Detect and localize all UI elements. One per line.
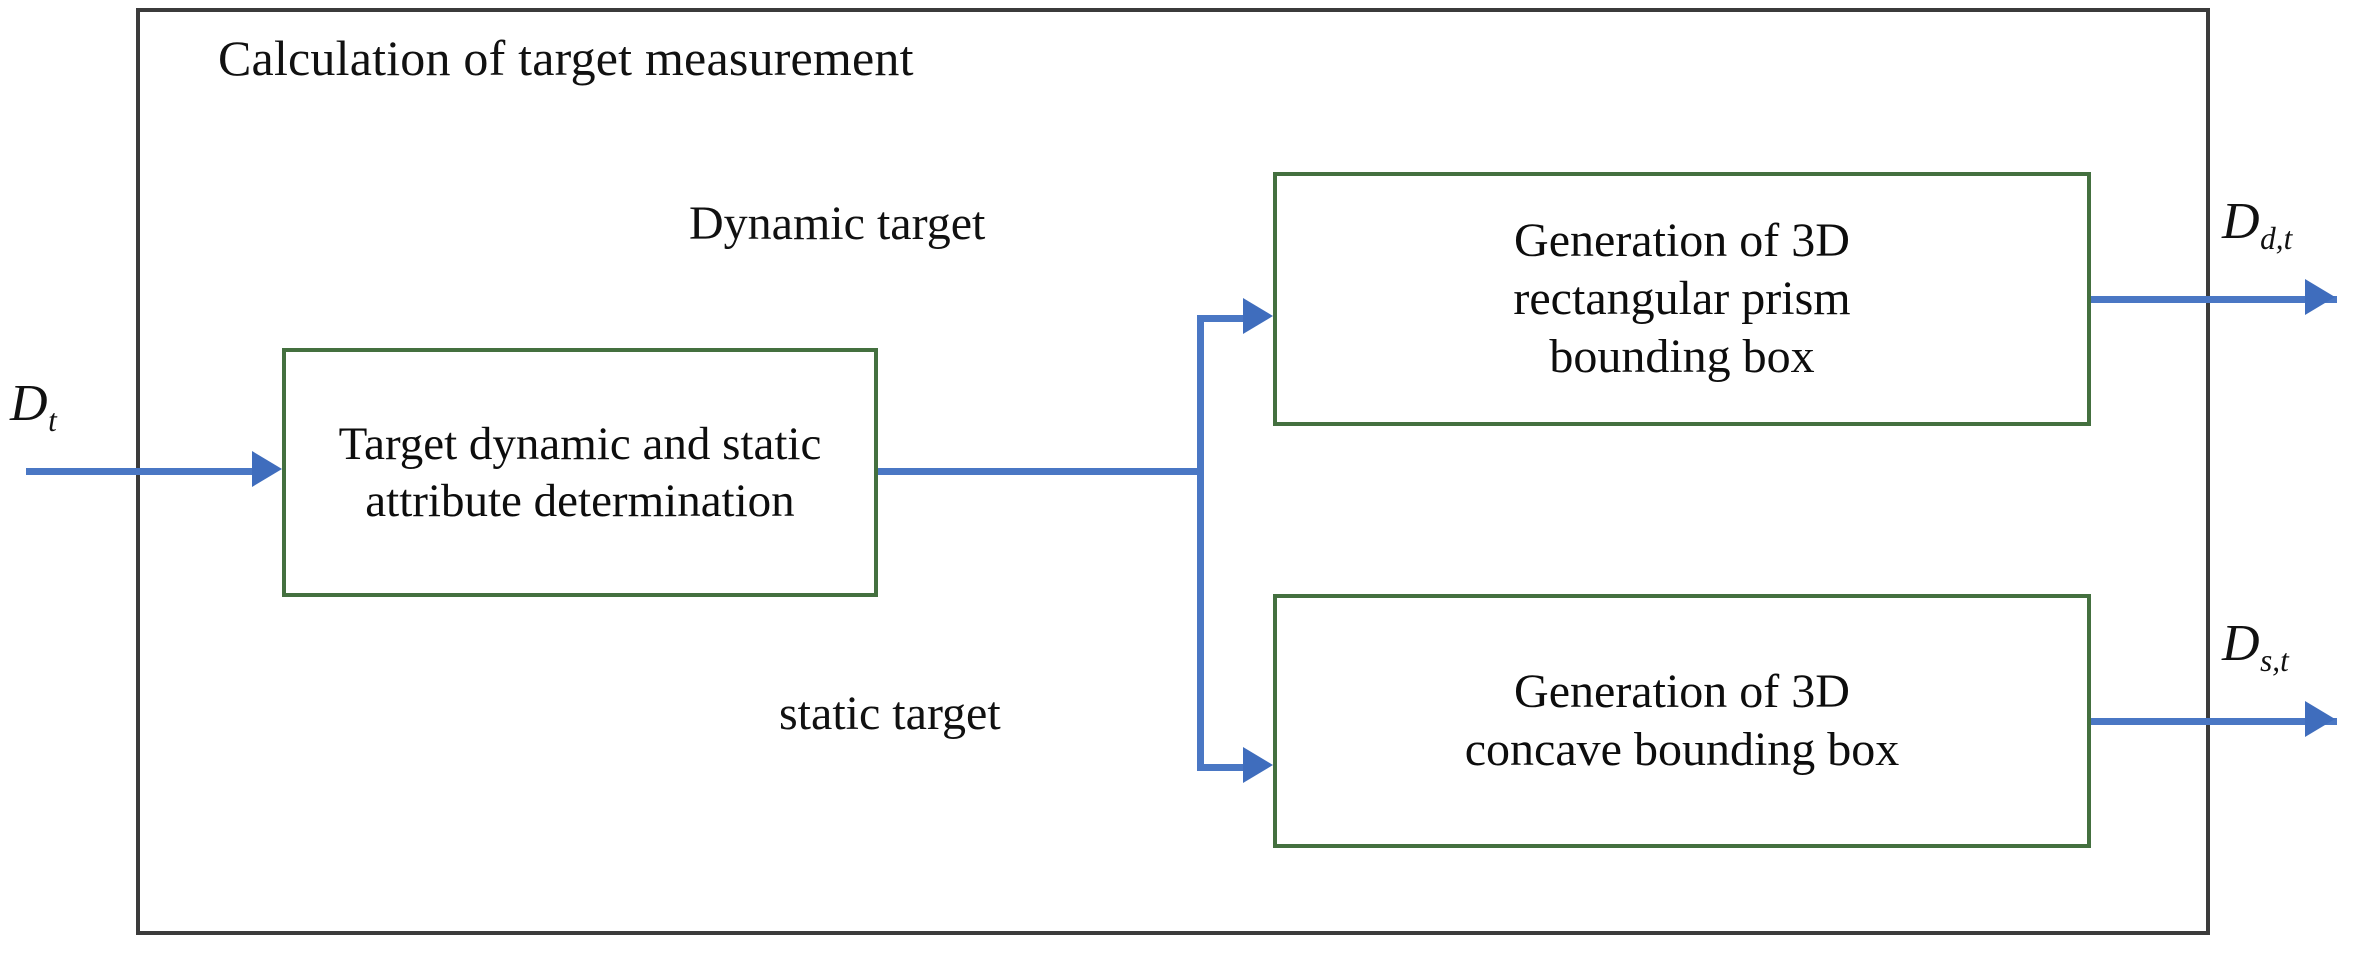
arrow-head-output-dynamic-icon — [2305, 279, 2335, 315]
connector-output-dynamic — [2091, 296, 2337, 303]
output-dynamic-variable-base: D — [2222, 193, 2260, 250]
connector-dynamic-branch — [1197, 315, 1255, 322]
connector-split-vertical — [1197, 315, 1204, 771]
arrow-head-static-icon — [1243, 747, 1273, 783]
output-static-variable-subscript: s,t — [2260, 642, 2289, 678]
output-dynamic-variable-label: Dd,t — [2222, 193, 2292, 255]
connector-output-static — [2091, 718, 2337, 725]
arrow-head-output-static-icon — [2305, 701, 2335, 737]
page-title: Calculation of target measurement — [218, 30, 914, 86]
arrow-head-dynamic-icon — [1243, 298, 1273, 334]
input-variable-label: Dt — [10, 375, 57, 437]
branch-label-static: static target — [779, 687, 1001, 740]
connector-static-branch — [1197, 764, 1255, 771]
output-static-variable-base: D — [2222, 615, 2260, 672]
input-variable-base: D — [10, 375, 48, 432]
connector-input-line — [26, 468, 258, 475]
input-variable-subscript: t — [48, 402, 57, 438]
arrow-head-input-icon — [252, 451, 282, 487]
output-dynamic-variable-subscript: d,t — [2260, 220, 2293, 256]
connector-split-horizontal — [878, 468, 1204, 475]
branch-label-dynamic: Dynamic target — [689, 197, 986, 250]
output-static-variable-label: Ds,t — [2222, 615, 2289, 677]
